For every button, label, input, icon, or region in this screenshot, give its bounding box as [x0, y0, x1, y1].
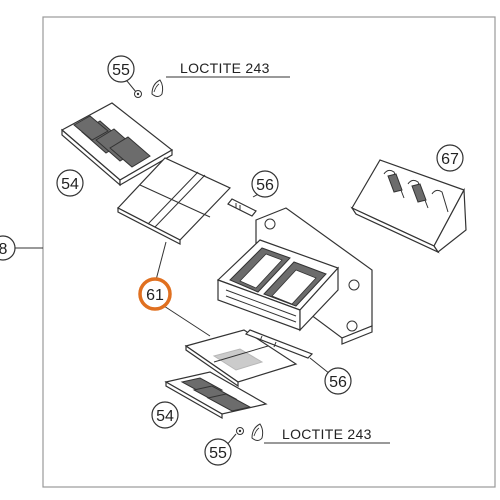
loctite-drop-icon-top — [151, 79, 164, 97]
reed-stopper-plate-54-bottom — [164, 371, 268, 420]
svg-text:54: 54 — [61, 176, 79, 193]
svg-text:61: 61 — [146, 287, 164, 304]
screw-55-top — [134, 90, 142, 98]
svg-text:8: 8 — [0, 241, 8, 258]
reed-petal-upper — [117, 157, 232, 245]
reed-valve-housing — [216, 207, 373, 345]
reed-petal-lower — [184, 329, 298, 388]
callout-55-bottom[interactable]: 55 — [204, 438, 232, 466]
callout-8[interactable]: 8 — [0, 235, 16, 261]
diagram-frame — [42, 16, 496, 488]
reed-stopper-plate-54-top — [60, 102, 174, 187]
locating-pin-56-bottom — [244, 329, 314, 359]
screw-55-bottom — [236, 427, 244, 435]
svg-text:56: 56 — [256, 177, 274, 194]
locating-pin-56-top — [227, 198, 257, 217]
callout-54-bottom[interactable]: 54 — [151, 401, 179, 429]
svg-text:67: 67 — [441, 151, 459, 168]
callout-61[interactable]: 61 — [138, 277, 172, 311]
svg-text:56: 56 — [329, 374, 347, 391]
loctite-note-bottom: LOCTITE 243 — [282, 426, 372, 442]
intake-boot-67 — [350, 159, 467, 254]
callout-56-bottom[interactable]: 56 — [324, 367, 352, 395]
loctite-drop-icon-bottom — [251, 423, 264, 441]
svg-text:55: 55 — [209, 445, 227, 462]
svg-text:54: 54 — [156, 408, 174, 425]
loctite-note-top: LOCTITE 243 — [180, 60, 270, 76]
callout-67[interactable]: 67 — [436, 144, 464, 172]
callout-55-top[interactable]: 55 — [107, 55, 135, 83]
callout-54-top[interactable]: 54 — [56, 169, 84, 197]
svg-text:55: 55 — [112, 62, 130, 79]
callout-56-top[interactable]: 56 — [251, 170, 279, 198]
